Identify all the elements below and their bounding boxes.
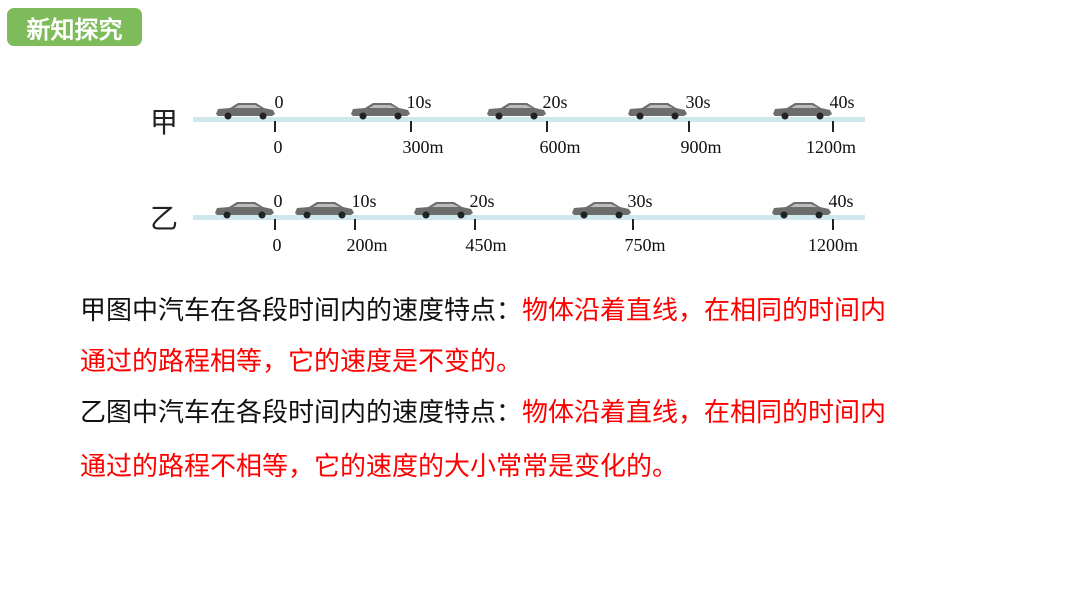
row-label-yi: 乙 — [150, 202, 179, 235]
section-badge: 新知探究 — [7, 8, 142, 46]
distance-label: 200m — [346, 235, 388, 255]
distance-label: 1200m — [805, 137, 857, 157]
tick-mark — [632, 219, 634, 230]
tick-mark — [546, 121, 548, 132]
time-label: 30s — [685, 92, 711, 112]
car-icon — [773, 103, 832, 120]
tick-mark — [274, 219, 276, 230]
answer-text-jia-part1: 物体沿着直线，在相同的时间内 — [522, 296, 887, 326]
time-label: 20s — [542, 92, 568, 112]
answer-text-yi-part2: 通过的路程不相等，它的速度的大小常常是变化的。 — [80, 452, 679, 482]
distance-label: 750m — [624, 235, 666, 255]
answer-line-4: 通过的路程不相等，它的速度的大小常常是变化的。 — [80, 452, 678, 482]
answer-line-3: 乙图中汽车在各段时间内的速度特点：物体沿着直线，在相同的时间内 — [80, 398, 886, 428]
answer-line-2: 通过的路程相等，它的速度是不变的。 — [80, 347, 522, 377]
distance-label: 450m — [465, 235, 507, 255]
time-label: 0 — [273, 191, 283, 211]
tick-mark — [354, 219, 356, 230]
car-icon — [414, 202, 473, 219]
road-yi — [193, 215, 865, 220]
question-text-jia: 甲图中汽车在各段时间内的速度特点： — [80, 296, 523, 326]
road-jia — [193, 117, 865, 122]
time-label: 30s — [627, 191, 653, 211]
tick-mark — [474, 219, 476, 230]
car-icon — [572, 202, 631, 219]
car-icon — [351, 103, 410, 120]
time-label: 40s — [828, 191, 854, 211]
tick-mark — [688, 121, 690, 132]
distance-label: 600m — [539, 137, 581, 157]
car-icon — [215, 202, 274, 219]
car-icon — [628, 103, 687, 120]
distance-label: 300m — [402, 137, 444, 157]
answer-line-1: 甲图中汽车在各段时间内的速度特点：物体沿着直线，在相同的时间内 — [80, 296, 886, 326]
time-label: 20s — [469, 191, 495, 211]
tick-mark — [832, 219, 834, 230]
car-icon — [487, 103, 546, 120]
distance-label: 1200m — [807, 235, 859, 255]
car-icon — [216, 103, 275, 120]
car-icon — [295, 202, 354, 219]
distance-label: 0 — [272, 235, 282, 255]
row-label-jia: 甲 — [150, 106, 179, 139]
distance-label: 900m — [680, 137, 722, 157]
tick-mark — [410, 121, 412, 132]
question-text-yi: 乙图中汽车在各段时间内的速度特点： — [80, 398, 523, 428]
time-label: 10s — [406, 92, 432, 112]
tick-mark — [832, 121, 834, 132]
answer-text-yi-part1: 物体沿着直线，在相同的时间内 — [522, 398, 887, 428]
distance-label: 0 — [273, 137, 283, 157]
time-label: 0 — [274, 92, 284, 112]
time-label: 40s — [829, 92, 855, 112]
car-icon — [772, 202, 831, 219]
tick-mark — [274, 121, 276, 132]
time-label: 10s — [351, 191, 377, 211]
answer-text-jia-part2: 通过的路程相等，它的速度是不变的。 — [80, 347, 523, 377]
